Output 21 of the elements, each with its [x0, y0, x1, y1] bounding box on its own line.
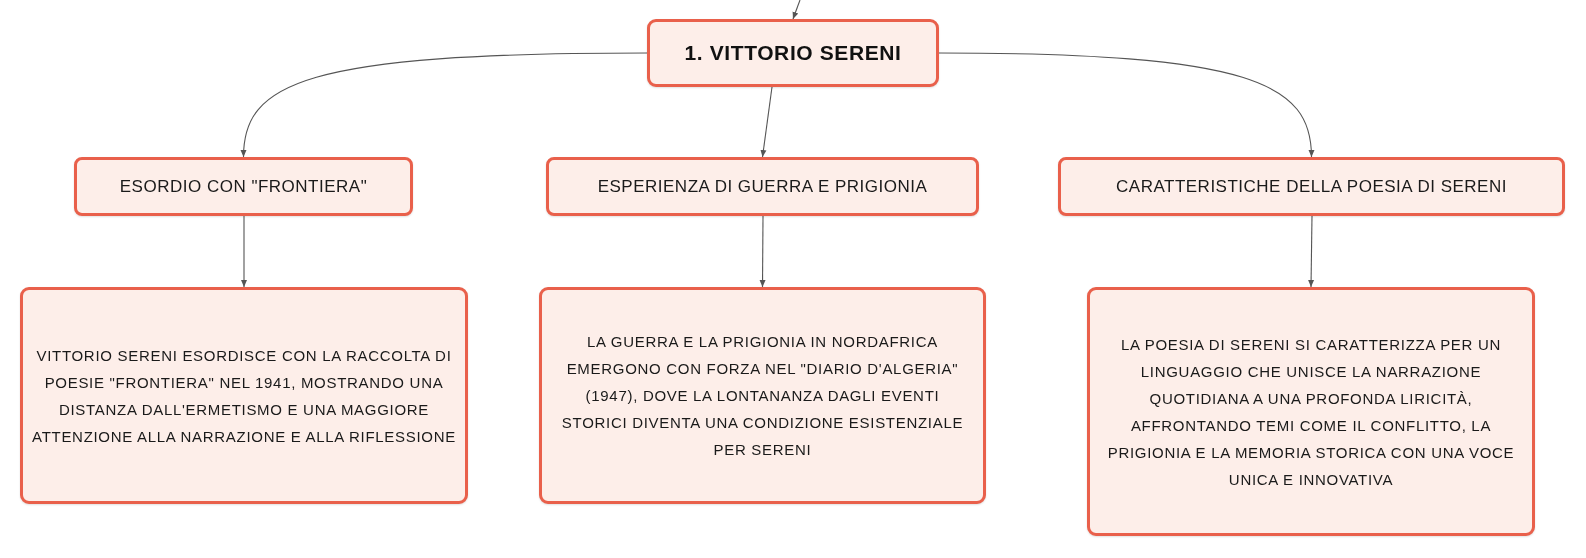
description-box	[1087, 287, 1535, 536]
subtopic-box	[74, 157, 413, 216]
connector-arrow	[759, 215, 766, 288]
connector-arrow	[938, 52, 1314, 158]
subtopic-box	[546, 157, 979, 216]
description-box	[20, 287, 468, 504]
subtopic-box	[1058, 157, 1565, 216]
description-box	[539, 287, 986, 504]
connector-arrow	[1308, 215, 1315, 288]
subtopic-label: CARATTERISTICHE DELLA POESIA DI SERENI	[1116, 175, 1507, 198]
topic-box	[647, 19, 939, 87]
subtopic-label: ESORDIO CON "FRONTIERA"	[119, 175, 368, 198]
subtopic-label: ESPERIENZA DI GUERRA E PRIGIONIA	[597, 175, 928, 198]
connector-arrow	[760, 86, 773, 158]
description-text: LA GUERRA E LA PRIGIONIA IN NORDAFRICA EMERGONO CON FORZA NEL "DIARIO D'ALGERIA" (1947), DOVE LA LONTANANZA DAGLI EVENTI STORICI DIVENTA UNA CONDIZIONE ESISTENZIALE PER SERENI	[560, 332, 965, 460]
connector-arrow	[241, 52, 648, 158]
connector-arrow	[792, 0, 801, 20]
connector-arrow	[241, 215, 247, 288]
topic-title: 1. VITTORIO SERENI	[684, 40, 902, 67]
description-text: VITTORIO SERENI ESORDISCE CON LA RACCOLTA DI POESIE "FRONTIERA" NEL 1941, MOSTRANDO UNA DISTANZA DALL'ERMETISMO E UNA MAGGIORE ATTENZIONE ALLA NARRAZIONE E ALLA RIFLESSIONE	[31, 345, 457, 447]
description-text: LA POESIA DI SERENI SI CARATTERIZZA PER UN LINGUAGGIO CHE UNISCE LA NARRAZIONE QUOTIDIANA A UNA PROFONDA LIRICITÀ, AFFRONTANDO TEMI COME IL CONFLITTO, LA PRIGIONIA E LA MEMORIA STORICA CON UNA VOCE UNICA E INNOVATIVA	[1106, 334, 1516, 490]
